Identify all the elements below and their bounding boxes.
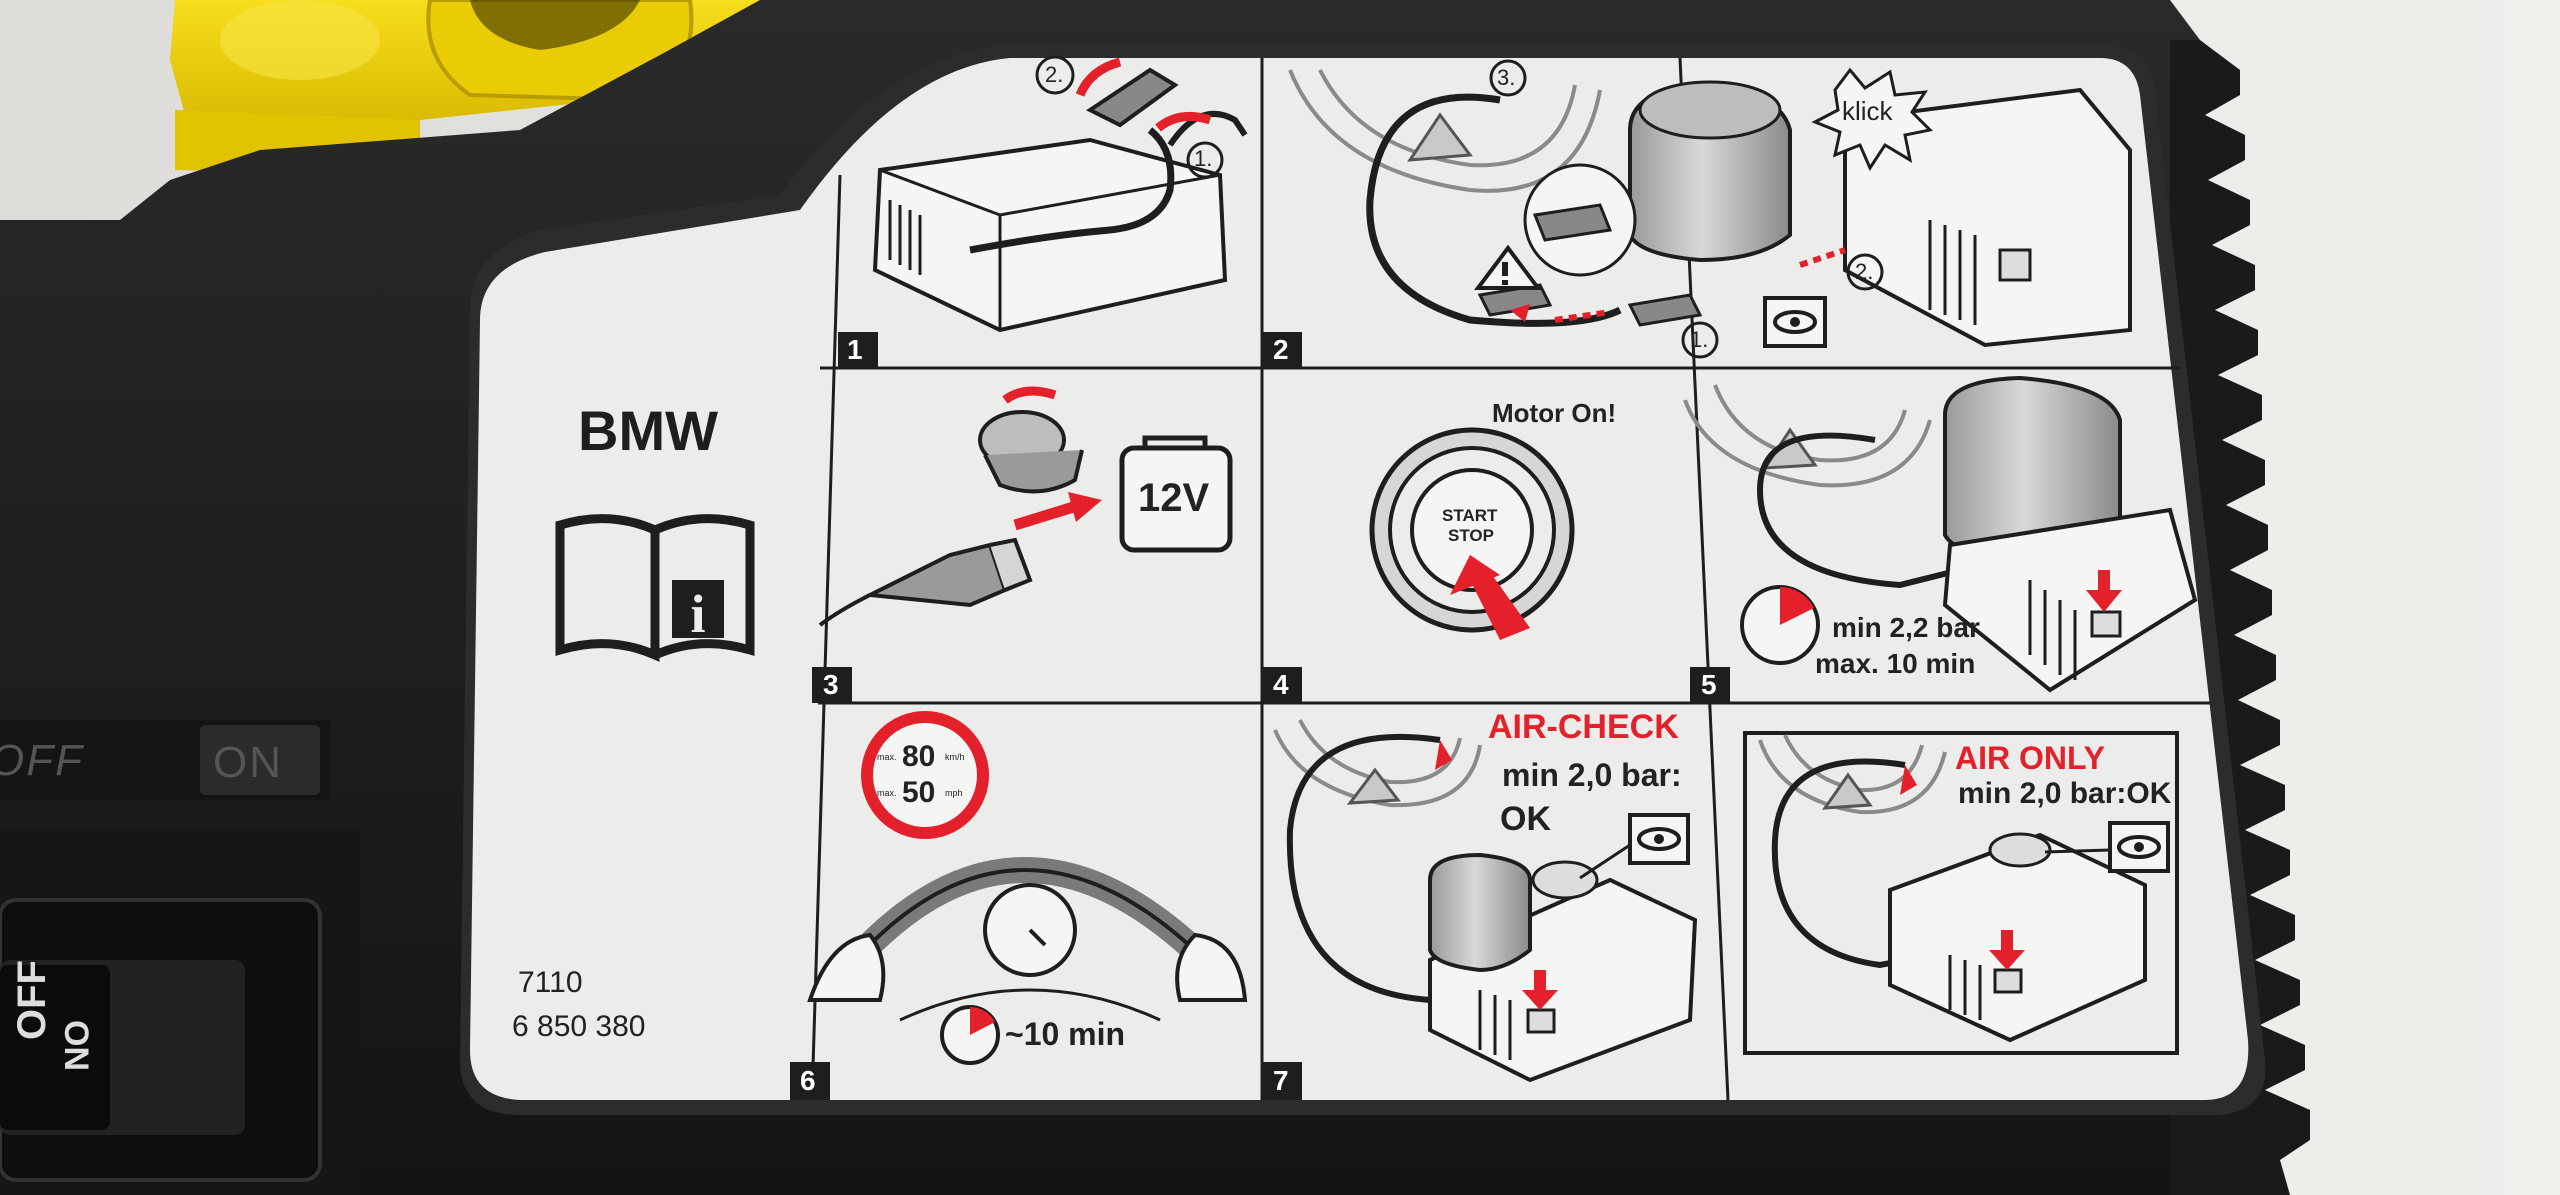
speed-max-prefix-mph: max. [877, 788, 897, 798]
switch-housing [0, 720, 360, 1195]
voltage-label: 12V [1138, 476, 1209, 521]
speed-unit-kmh: km/h [945, 752, 965, 762]
panel-2-substep-b: 2. [1855, 259, 1873, 285]
step-number-4: 4 [1273, 669, 1289, 701]
step-number-2: 2 [1273, 334, 1289, 366]
panel-2-substep-a: 1. [1690, 327, 1708, 353]
speed-max-prefix-kmh: max. [877, 752, 897, 762]
part-code: 7110 [518, 966, 583, 1000]
stop-label: STOP [1448, 526, 1494, 546]
rocker-off-label[interactable]: OFF [10, 960, 55, 1040]
air-check-title: AIR-CHECK [1488, 708, 1679, 747]
part-number: 6 850 380 [512, 1010, 645, 1044]
panel-2-substep-c: 3. [1497, 65, 1515, 91]
brand-logo: BMW [578, 398, 718, 463]
step-number-3: 3 [823, 669, 839, 701]
motor-on-label: Motor On! [1492, 398, 1616, 429]
housing-off-label: OFF [0, 736, 84, 786]
step-number-6: 6 [800, 1065, 816, 1097]
air-check-ok: OK [1500, 800, 1551, 839]
air-check-pressure: min 2,0 bar: [1502, 757, 1682, 794]
air-only-title: AIR ONLY [1955, 740, 2105, 777]
speed-limit-kmh: 80 [902, 740, 935, 774]
housing-on-label: ON [213, 738, 283, 788]
panel-6-time: ~10 min [1005, 1016, 1125, 1053]
rocker-on-label[interactable]: ON [56, 1020, 95, 1071]
step-number-1: 1 [847, 334, 863, 366]
speed-unit-mph: mph [945, 788, 963, 798]
speed-limit-mph: 50 [902, 776, 935, 810]
panel-1-substep-a: 1. [1194, 146, 1212, 172]
info-icon: i [690, 584, 705, 644]
panel-2-klick-label: klick [1842, 96, 1893, 127]
start-label: START [1442, 506, 1497, 526]
panel-5-pressure: min 2,2 bar [1832, 612, 1980, 644]
air-only-pressure: min 2,0 bar:OK [1958, 777, 2171, 811]
step-number-5: 5 [1701, 669, 1717, 701]
panel-5-time: max. 10 min [1815, 648, 1975, 680]
panel-1-substep-b: 2. [1045, 62, 1063, 88]
step-number-7: 7 [1273, 1065, 1289, 1097]
